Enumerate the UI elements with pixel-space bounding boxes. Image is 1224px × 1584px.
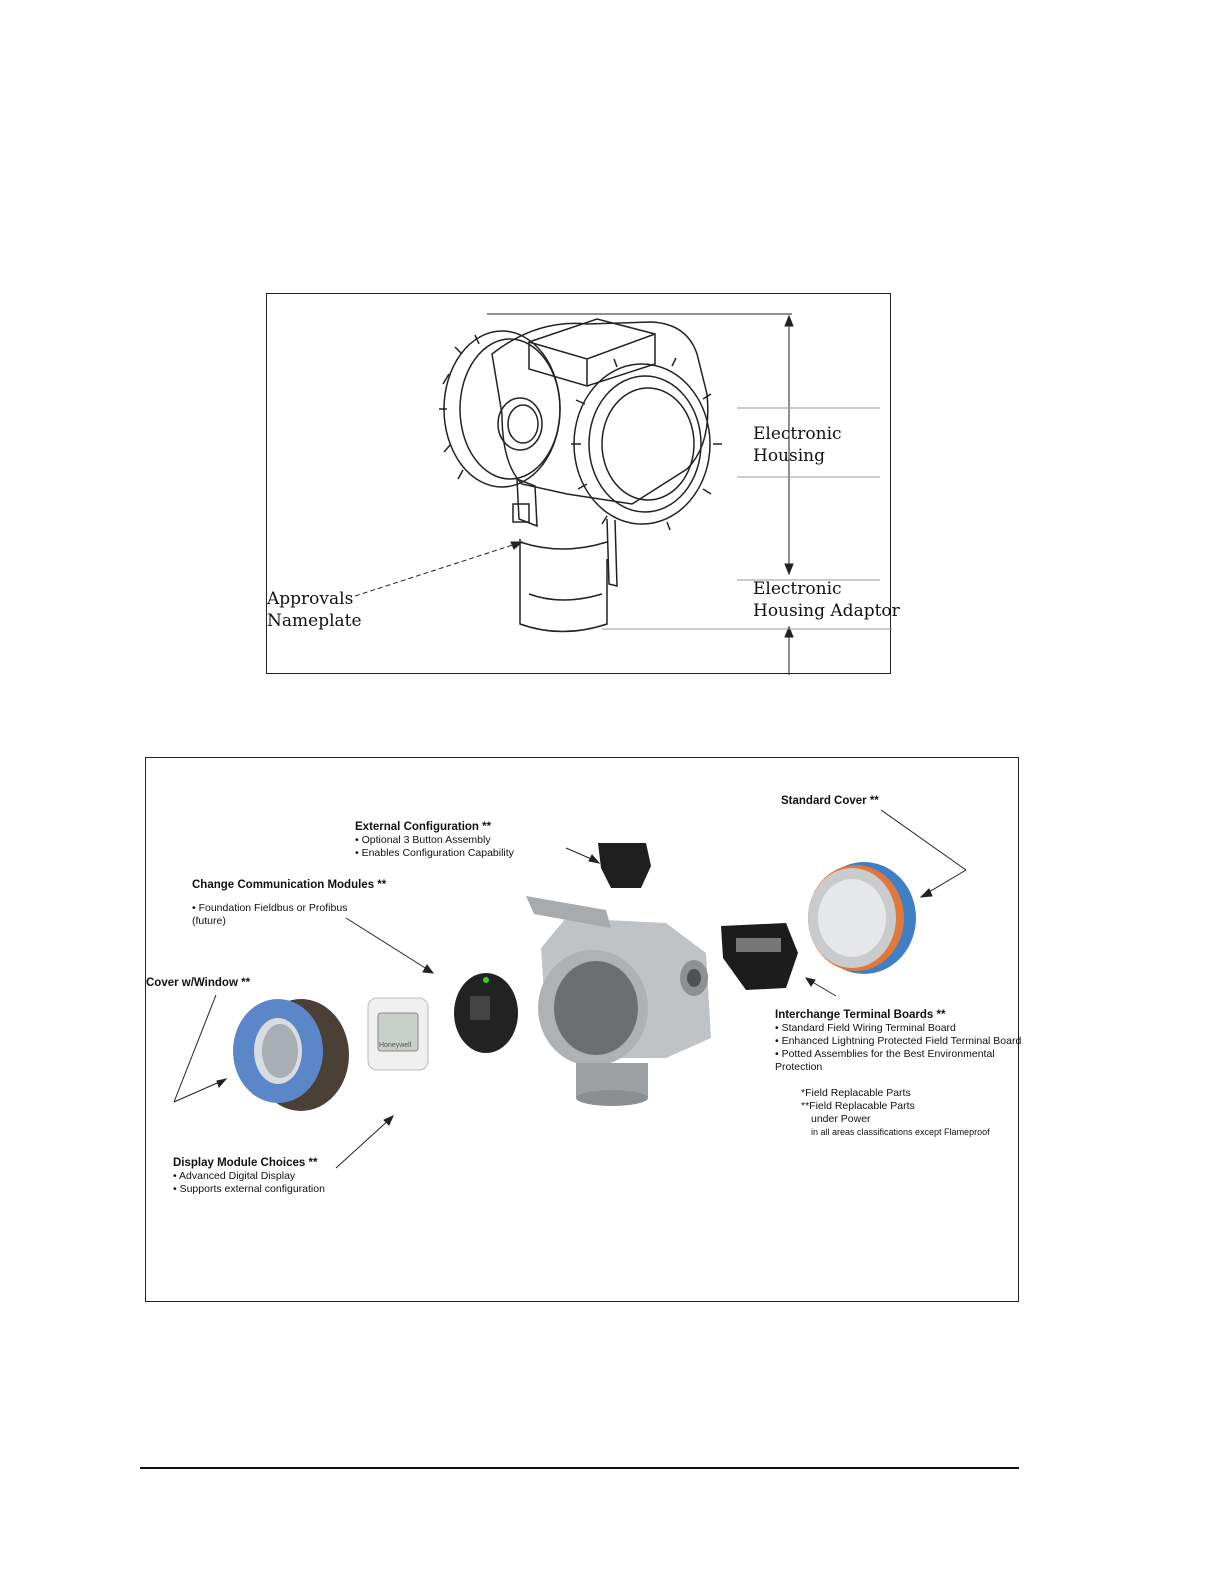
interchange-terminal-label: Interchange Terminal Boards ** • Standar…	[775, 1008, 1021, 1074]
approvals-nameplate-label: Approvals Nameplate	[267, 589, 362, 631]
display-module-line: • Advanced Digital Display	[173, 1170, 296, 1182]
main-housing	[526, 896, 711, 1106]
interchange-terminal-line: • Enhanced Lightning Protected Field Ter…	[775, 1035, 1022, 1047]
footer-rule	[140, 1467, 1019, 1469]
leader-lines	[173, 809, 967, 1169]
exploded-view-figure: External Configuration ** • Optional 3 B…	[145, 757, 1021, 1302]
exploded-view-drawing	[173, 809, 967, 1169]
dimension-lines	[354, 313, 892, 675]
display-module	[367, 997, 429, 1071]
communication-module	[454, 973, 518, 1053]
interchange-terminal-line: Protection	[775, 1061, 823, 1073]
change-comm-modules-title: Change Communication Modules **	[192, 879, 387, 891]
housing-illustration	[439, 318, 722, 633]
housing-figure: Electronic Housing Electronic Housing Ad…	[266, 293, 900, 675]
display-module-label: Display Module Choices ** • Advanced Dig…	[173, 1156, 325, 1196]
interchange-terminal-title: Interchange Terminal Boards **	[775, 1009, 946, 1021]
interchange-terminal-line: • Potted Assemblies for the Best Environ…	[775, 1048, 995, 1060]
display-module-title: Display Module Choices **	[173, 1157, 318, 1169]
note-line: **Field Replacable Parts	[801, 1100, 915, 1112]
change-comm-modules-line: • Foundation Fieldbus or Profibus	[192, 902, 348, 914]
cover-window-title: Cover w/Window **	[146, 977, 251, 989]
external-configuration-label: External Configuration ** • Optional 3 B…	[355, 820, 514, 860]
cover-window-label: Cover w/Window **	[146, 976, 250, 990]
external-configuration-title: External Configuration **	[355, 821, 492, 833]
button-assembly	[598, 843, 651, 888]
display-module-line: • Supports external configuration	[173, 1183, 325, 1195]
housing-drawing	[354, 313, 892, 675]
standard-cover	[808, 862, 916, 974]
change-comm-modules-line: (future)	[192, 915, 226, 927]
replaceable-parts-notes: *Field Replacable Parts **Field Replacab…	[801, 1087, 990, 1138]
standard-cover-title: Standard Cover **	[781, 795, 879, 807]
note-line: in all areas classifications except Flam…	[811, 1127, 990, 1137]
display-brand-label: Honeywell	[379, 1042, 412, 1049]
cover-with-window	[233, 999, 349, 1111]
note-line: *Field Replacable Parts	[801, 1087, 911, 1099]
external-configuration-line: • Optional 3 Button Assembly	[355, 834, 491, 846]
electronic-housing-adaptor-label: Electronic Housing Adaptor	[753, 579, 900, 621]
change-comm-modules-label: Change Communication Modules ** • Founda…	[192, 878, 386, 928]
interchange-terminal-line: • Standard Field Wiring Terminal Board	[775, 1022, 956, 1034]
terminal-board	[721, 923, 798, 990]
electronic-housing-label: Electronic Housing	[753, 424, 842, 466]
standard-cover-label: Standard Cover **	[781, 794, 879, 808]
note-line: under Power	[811, 1113, 871, 1125]
external-configuration-line: • Enables Configuration Capability	[355, 847, 514, 859]
